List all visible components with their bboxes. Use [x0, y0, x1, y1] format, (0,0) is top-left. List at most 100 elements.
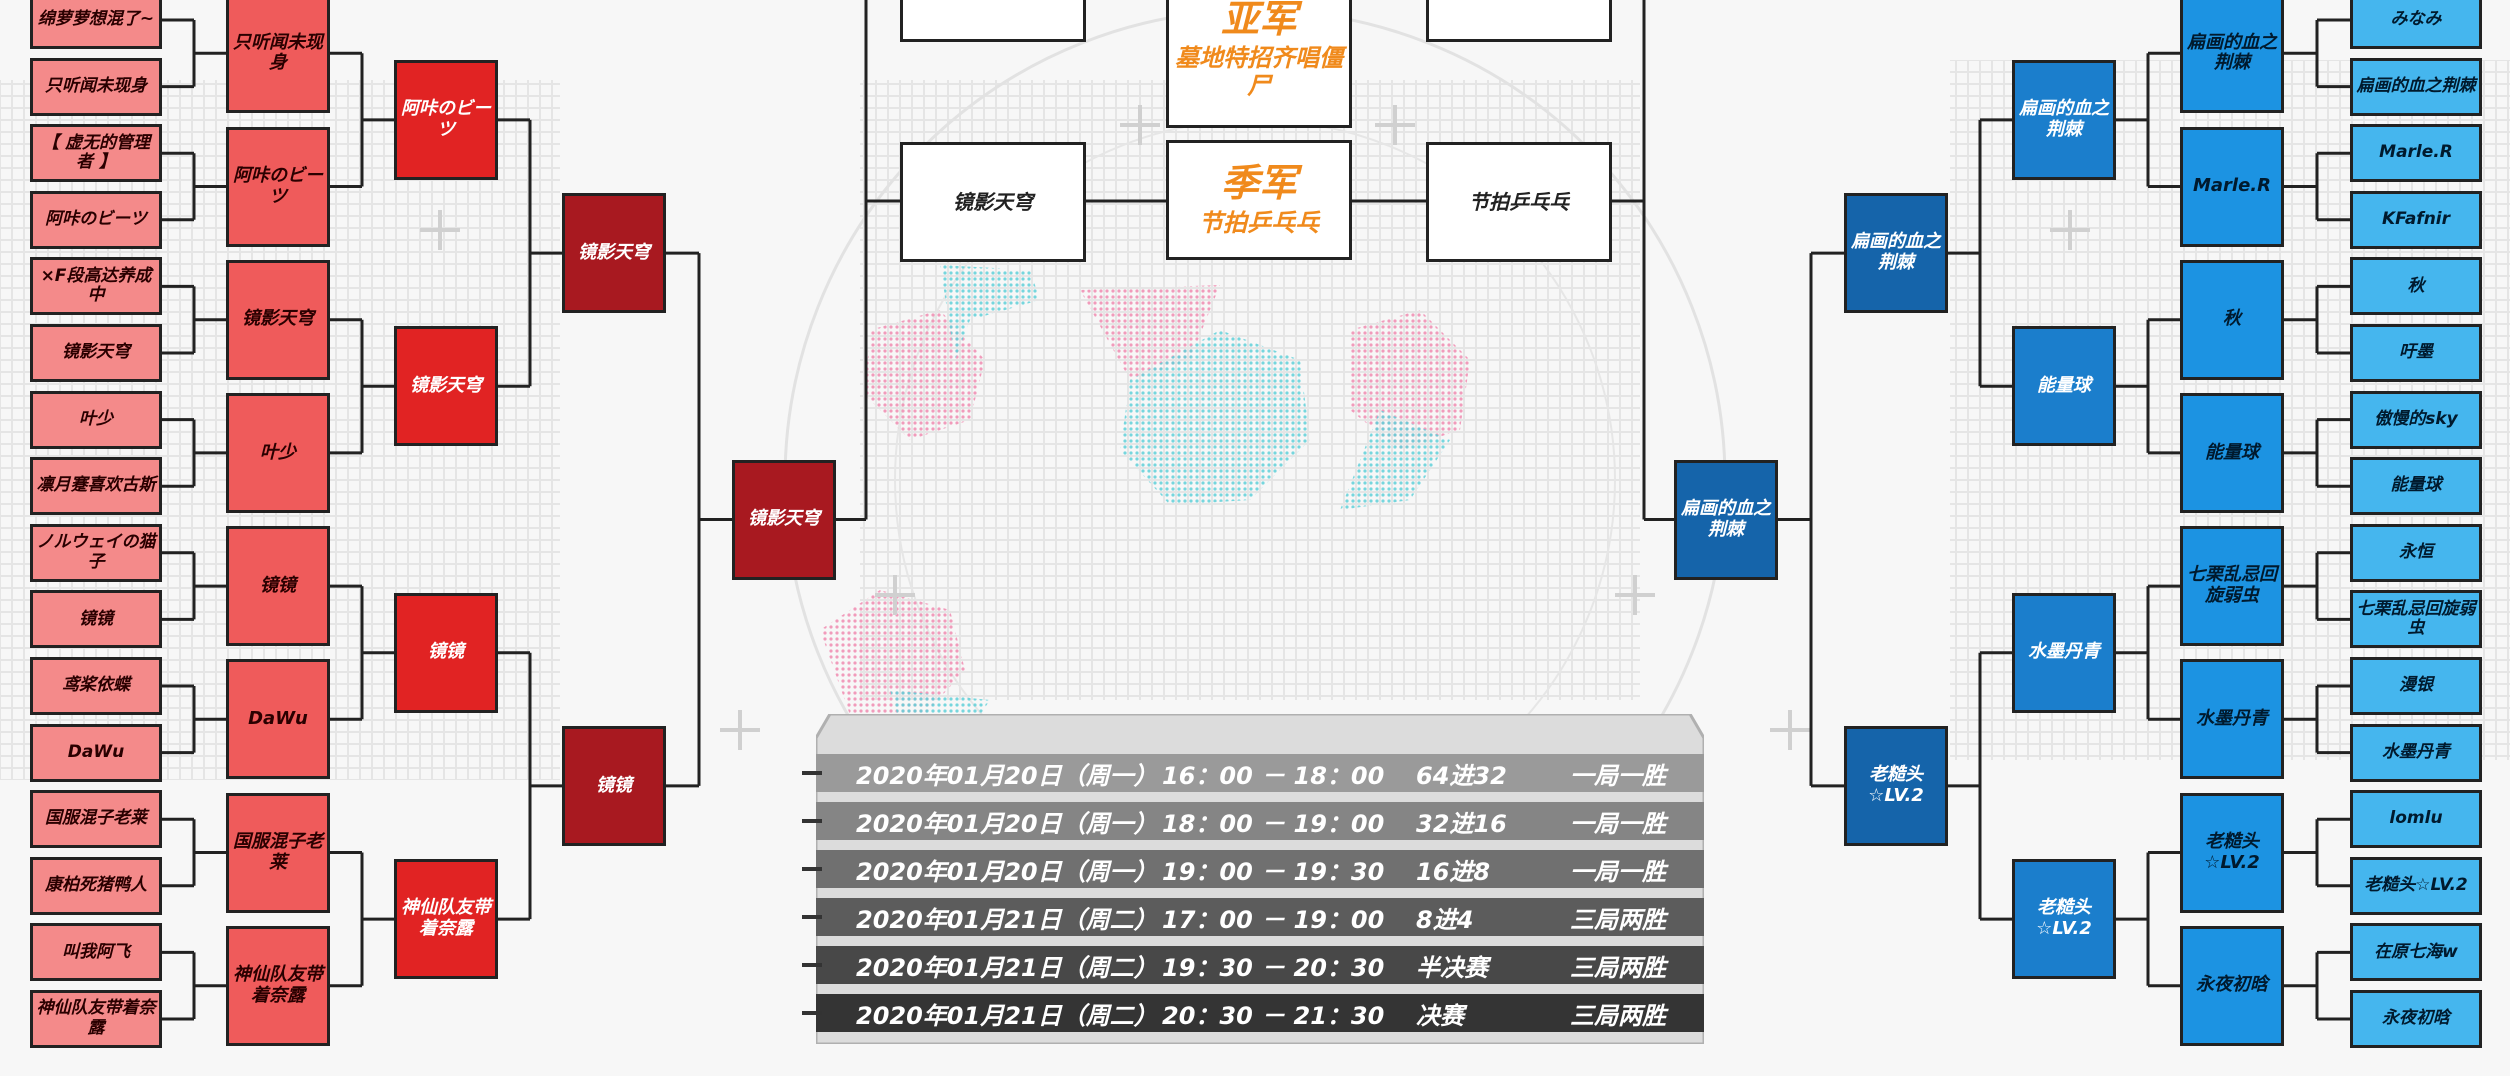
team-name: 镜影天穹 — [578, 241, 650, 263]
schedule-date: 2020年01月20日（周一） — [856, 761, 1158, 790]
second-place-name: 墓地特招齐唱僵尸 — [1175, 44, 1343, 100]
schedule-format: 三局两胜 — [1570, 905, 1666, 934]
right-round1-slot: 扁画的血之荆棘 — [2350, 57, 2482, 116]
right-round1-slot: 永夜初晗 — [2350, 990, 2482, 1048]
left-round1-slot: 国服混子老莱 — [30, 790, 162, 849]
third-place-left-label: 镜影天穹 — [953, 189, 1033, 214]
left-round2-slot: 只听闻未现身 — [226, 0, 330, 114]
left-round3-slot: 神仙队友带着奈露 — [394, 859, 498, 980]
team-name: DaWu — [248, 707, 308, 729]
right-round4-slot: 老糙头☆LV.2 — [1844, 725, 1948, 846]
final-slot-right — [1426, 0, 1612, 42]
schedule-time: 19：30 － 20：30 — [1162, 953, 1385, 982]
left-round1-slot: 镜镜 — [30, 590, 162, 649]
right-round5-slot: 扁画的血之荆棘 — [1674, 459, 1778, 580]
left-round4-slot: 镜镜 — [562, 725, 666, 846]
schedule-round: 决赛 — [1416, 1001, 1464, 1030]
team-name: 神仙队友带着奈露 — [36, 998, 156, 1038]
team-name: 老糙头☆LV.2 — [2364, 875, 2468, 896]
right-round1-slot: KFafnir — [2350, 190, 2482, 249]
team-name: 能量球 — [2205, 441, 2259, 463]
team-name: 扁画的血之荆棘 — [2019, 98, 2109, 140]
team-name: 鸢桨依蝶 — [62, 675, 130, 696]
team-name: 扁画的血之荆棘 — [1681, 497, 1771, 540]
team-name: 永夜初晗 — [2196, 974, 2268, 996]
right-round1-slot: Marle.R — [2350, 124, 2482, 183]
team-name: 叶少 — [260, 441, 296, 463]
row-marker — [802, 963, 822, 967]
right-round2-slot: 能量球 — [2180, 392, 2284, 513]
right-round2-slot: 七栗乱忌回旋弱虫 — [2180, 526, 2284, 647]
schedule-date: 2020年01月20日（周一） — [856, 809, 1158, 838]
schedule-time: 16：00 － 18：00 — [1162, 761, 1385, 790]
second-place-title: 亚军 — [1220, 0, 1297, 41]
left-round3-slot: 阿咔のビーツ — [394, 59, 498, 180]
team-name: 能量球 — [2037, 374, 2091, 396]
third-place-card: 季军 节拍乒乓乓 — [1166, 140, 1352, 260]
team-name: 漫银 — [2399, 675, 2433, 696]
team-name: 叫我阿飞 — [62, 941, 130, 962]
team-name: 水墨丹青 — [2196, 707, 2268, 729]
right-round3-slot: 能量球 — [2012, 326, 2116, 447]
team-name: 国服混子老莱 — [233, 830, 323, 873]
left-round3-slot: 镜镜 — [394, 592, 498, 713]
right-round2-slot: 扁画的血之荆棘 — [2180, 0, 2284, 114]
third-place-left: 镜影天穹 — [900, 142, 1086, 262]
schedule-format: 一局一胜 — [1570, 857, 1666, 886]
team-name: 神仙队友带着奈露 — [233, 964, 323, 1006]
right-round1-slot: みなみ — [2350, 0, 2482, 49]
left-round1-slot: ノルウェイの猫子 — [30, 523, 162, 582]
right-round2-slot: 水墨丹青 — [2180, 659, 2284, 780]
team-name: 神仙队友带着奈露 — [401, 897, 491, 940]
team-name: 阿咔のビーツ — [233, 164, 323, 207]
left-round1-slot: 叶少 — [30, 390, 162, 449]
team-name: 在原七海w — [2374, 941, 2458, 962]
left-round1-slot: 康柏死猪鸭人 — [30, 856, 162, 915]
team-name: 吁墨 — [2399, 342, 2433, 363]
team-name: 镜镜 — [596, 774, 632, 796]
team-name: 凛月蹇喜欢古斯 — [36, 475, 156, 496]
schedule-format: 一局一胜 — [1570, 809, 1666, 838]
left-round1-slot: DaWu — [30, 723, 162, 782]
final-slot-left — [900, 0, 1086, 42]
team-name: 镜影天穹 — [748, 508, 820, 530]
team-name: 能量球 — [2390, 475, 2442, 496]
team-name: 水墨丹青 — [2382, 741, 2450, 762]
team-name: 秋 — [2407, 275, 2425, 296]
team-name: 阿咔のビーツ — [45, 209, 147, 230]
left-round2-slot: 叶少 — [226, 392, 330, 513]
schedule-date: 2020年01月20日（周一） — [856, 857, 1158, 886]
row-marker — [802, 771, 822, 775]
left-round2-slot: 镜镜 — [226, 526, 330, 647]
team-name: 国服混子老莱 — [45, 808, 147, 829]
right-round1-slot: 吁墨 — [2350, 324, 2482, 382]
schedule-date: 2020年01月21日（周二） — [856, 1001, 1158, 1030]
team-name: 扁画的血之荆棘 — [2356, 75, 2476, 96]
schedule-time: 19：00 － 19：30 — [1162, 857, 1385, 886]
team-name: 扁画的血之荆棘 — [2187, 31, 2277, 74]
schedule-format: 三局两胜 — [1570, 953, 1666, 982]
right-round3-slot: 老糙头☆LV.2 — [2012, 859, 2116, 980]
team-name: 康柏死猪鸭人 — [45, 875, 147, 896]
schedule-time: 18：00 － 19：00 — [1162, 809, 1385, 838]
left-round1-slot: 叫我阿飞 — [30, 923, 162, 982]
left-round1-slot: 凛月蹇喜欢古斯 — [30, 457, 162, 516]
left-round2-slot: 国服混子老莱 — [226, 792, 330, 913]
left-round1-slot: 神仙队友带着奈露 — [30, 990, 162, 1048]
team-name: 只听闻未现身 — [45, 75, 147, 96]
third-place-name: 节拍乒乓乓 — [1199, 209, 1319, 238]
third-place-right: 节拍乒乓乓 — [1426, 142, 1612, 262]
team-name: Marle.R — [2192, 175, 2271, 197]
right-round1-slot: lomlu — [2350, 790, 2482, 849]
right-round3-slot: 扁画的血之荆棘 — [2012, 59, 2116, 180]
right-round3-slot: 水墨丹青 — [2012, 592, 2116, 713]
team-name: 镜影天穹 — [242, 308, 314, 330]
team-name: 镜镜 — [260, 574, 296, 596]
schedule-time: 20：30 － 21：30 — [1162, 1001, 1385, 1030]
schedule-time: 17：00 － 19：00 — [1162, 905, 1385, 934]
